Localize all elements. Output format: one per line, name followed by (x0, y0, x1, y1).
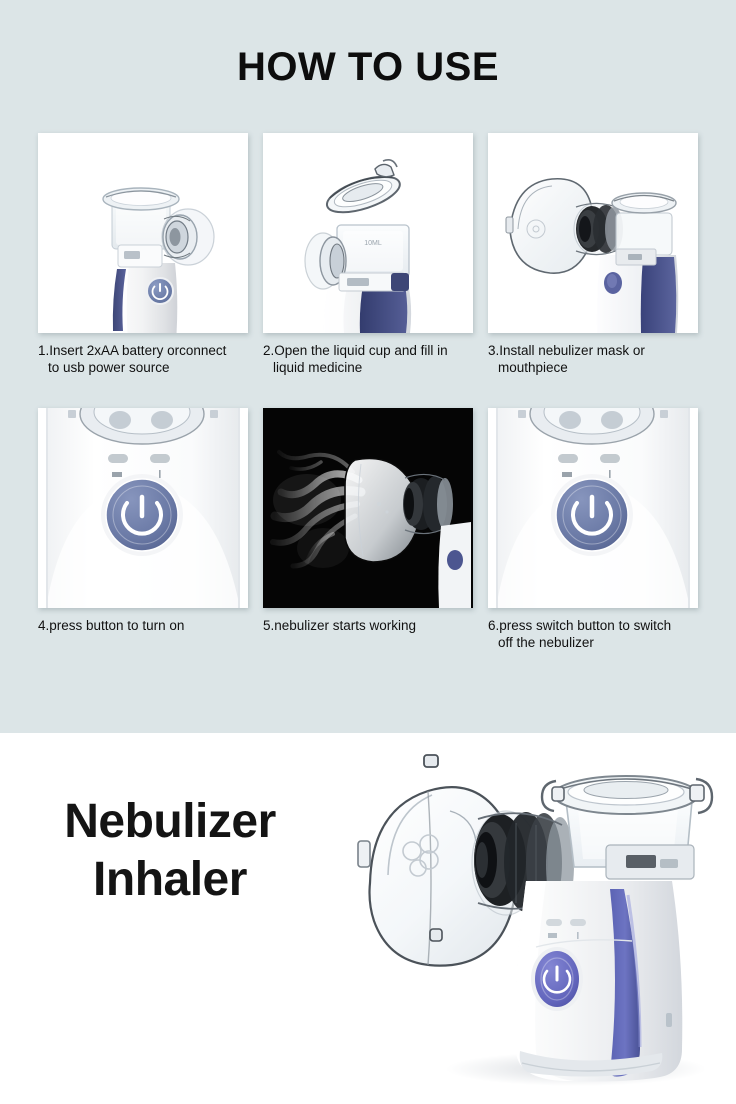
step-item-4: 4.press button to turn on (38, 408, 248, 651)
step-6-caption: 6.press switch button to switch off the … (488, 617, 698, 651)
step-4-caption-line1: 4.press button to turn on (38, 618, 185, 633)
step-item-2: 10ML (263, 133, 473, 376)
step-5-caption: 5.nebulizer starts working (263, 617, 473, 634)
step-5-caption-line1: 5.nebulizer starts working (263, 618, 417, 633)
step-1-caption: 1.Insert 2xAA battery orconnect to usb p… (38, 342, 248, 376)
product-name-line1: Nebulizer (64, 795, 276, 848)
product-name: Nebulizer Inhaler (0, 793, 340, 909)
step-2-caption-line2: liquid medicine (273, 360, 363, 375)
svg-text:10ML: 10ML (364, 240, 382, 247)
page-title: HOW TO USE (236, 45, 500, 89)
step-item-1: 1.Insert 2xAA battery orconnect to usb p… (38, 133, 248, 376)
steps-grid: 1.Insert 2xAA battery orconnect to usb p… (38, 133, 698, 651)
step-3-photo (488, 133, 698, 333)
product-name-line2: Inhaler (93, 853, 247, 906)
step-4-photo (38, 408, 248, 608)
how-to-use-section: HOW TO USE (0, 0, 736, 733)
product-hero-section: Nebulizer Inhaler (0, 733, 736, 1104)
step-3-caption-line2: mouthpiece (498, 360, 568, 375)
step-6-caption-line1: 6.press switch button to switch (488, 618, 672, 633)
step-6-photo (488, 408, 698, 608)
step-4-caption: 4.press button to turn on (38, 617, 248, 634)
step-item-5: 5.nebulizer starts working (263, 408, 473, 651)
step-1-photo (38, 133, 248, 333)
step-2-photo: 10ML (263, 133, 473, 333)
step-3-caption: 3.Install nebulizer mask or mouthpiece (488, 342, 698, 376)
step-2-caption: 2.Open the liquid cup and fill in liquid… (263, 342, 473, 376)
hero-product-image (330, 733, 736, 1104)
step-2-caption-line1: 2.Open the liquid cup and fill in (263, 343, 448, 358)
step-item-6: 6.press switch button to switch off the … (488, 408, 698, 651)
step-1-caption-line1: 1.Insert 2xAA battery orconnect (38, 343, 227, 358)
step-3-caption-line1: 3.Install nebulizer mask or (488, 343, 645, 358)
step-5-photo (263, 408, 473, 608)
step-6-caption-line2: off the nebulizer (498, 635, 594, 650)
step-1-caption-line2: to usb power source (48, 360, 170, 375)
step-item-3: 3.Install nebulizer mask or mouthpiece (488, 133, 698, 376)
